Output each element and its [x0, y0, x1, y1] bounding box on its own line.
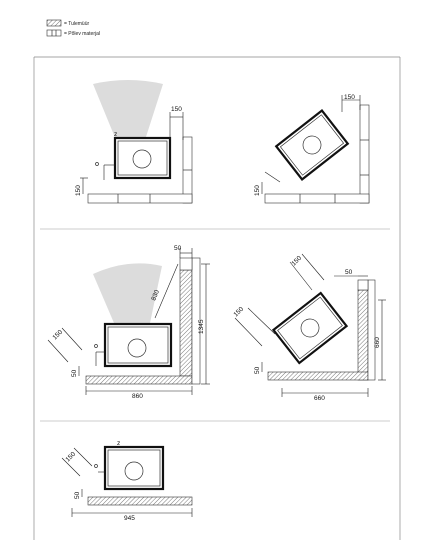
stove-body — [103, 322, 173, 368]
diagram-1-corner-combustible: z 150 150 — [75, 80, 193, 204]
front-gap-label: 150 — [232, 306, 245, 319]
side-wall-combustible — [367, 279, 376, 381]
stove-body — [103, 445, 165, 491]
front-gap-label: 150 — [51, 329, 64, 342]
diagram-5-floor-firewall: z 150 50 945 — [61, 440, 193, 522]
wall-height-label: 1345 — [198, 319, 205, 334]
floor-gap-label: 150 — [254, 185, 261, 196]
svg-text:z: z — [114, 131, 117, 138]
radiation-zone — [93, 263, 162, 323]
floor-gap-label: 150 — [75, 185, 82, 196]
door-glass — [302, 135, 322, 155]
floor-combustible — [264, 193, 370, 204]
side-wall-combustible — [359, 104, 370, 204]
wall-height-label: 660 — [374, 337, 381, 348]
side-firewall — [357, 289, 369, 381]
radiation-zone — [93, 80, 163, 140]
floor-gap-label: 50 — [71, 369, 78, 377]
door-glass — [300, 318, 320, 338]
side-wall-combustible — [191, 257, 201, 385]
door-glass — [132, 149, 152, 169]
door-glass — [127, 338, 147, 358]
side-firewall — [179, 269, 193, 377]
floor-gap-label: 50 — [254, 366, 261, 374]
legend-combustible-label: = Põlev materjal — [64, 31, 100, 37]
stove-body — [271, 291, 349, 365]
door-glass — [124, 461, 144, 481]
diagram-3-corner-firewall: 50 830 1345 150 50 860 — [47, 245, 210, 400]
floor-width-label: 860 — [132, 393, 143, 400]
floor-combustible — [87, 193, 193, 204]
floor-width-label: 945 — [124, 515, 135, 522]
firewall-swatch — [46, 19, 62, 27]
stove-body — [274, 109, 350, 181]
combustible-swatch — [46, 29, 62, 37]
floor-gap-label: 50 — [74, 491, 81, 499]
side-gap-label: 150 — [171, 106, 182, 113]
floor-firewall — [267, 371, 369, 381]
top-width-label: 50 — [174, 245, 182, 252]
stove-body — [113, 136, 172, 180]
side-gap-label: 150 — [290, 255, 303, 268]
front-gap-label: 150 — [64, 451, 77, 464]
diagram-4-corner-firewall-angled: 150 150 50 660 50 660 — [232, 253, 386, 402]
svg-text:z: z — [117, 440, 120, 447]
top-width-label: 50 — [345, 269, 353, 276]
diagram-2-corner-angled: 150 150 — [254, 94, 370, 204]
legend: = Tulemüür = Põlev materjal — [46, 19, 100, 37]
side-gap-label: 150 — [344, 94, 355, 101]
floor-firewall — [85, 375, 193, 385]
floor-firewall — [87, 496, 193, 506]
radiation-label: 830 — [150, 289, 161, 302]
floor-width-label: 660 — [314, 395, 325, 402]
legend-firewall-label: = Tulemüür — [64, 21, 89, 27]
